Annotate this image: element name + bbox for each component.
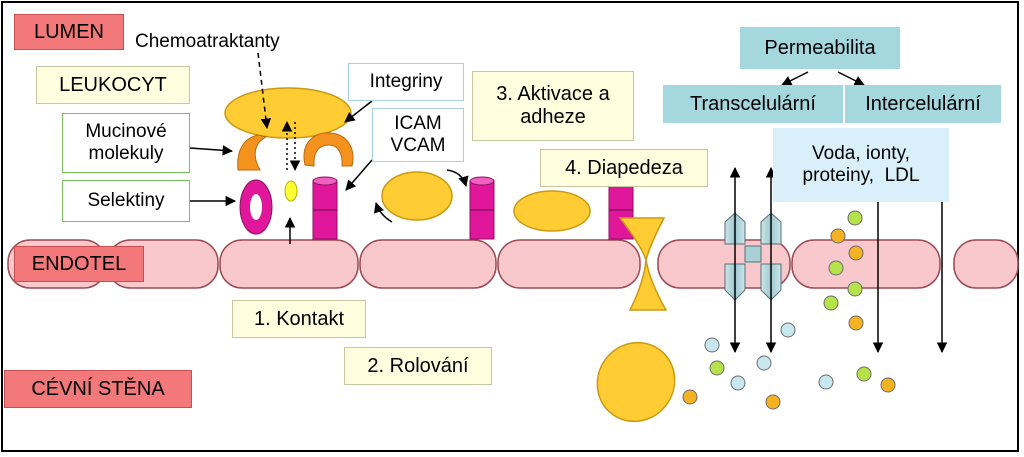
leader-arrow [345, 159, 373, 191]
label-step3: 3. Aktivace a adheze [472, 71, 634, 141]
particle [847, 210, 863, 226]
particle [828, 260, 844, 276]
adhering-leukocyte [513, 190, 591, 232]
leader-arrow [189, 145, 234, 156]
selectin-hole [250, 194, 262, 220]
particle [848, 315, 864, 331]
label-leukocyt: LEUKOCYT [36, 66, 190, 104]
endothelial-cell [497, 239, 641, 289]
particle [818, 374, 834, 390]
label-step2: 2. Rolování [344, 347, 492, 385]
particle [780, 322, 796, 338]
integrin-receptor [469, 176, 495, 240]
leader-arrow [344, 100, 373, 123]
leader-arrow [257, 52, 272, 130]
label-voda-ionty: Voda, ionty, proteiny, LDL [773, 128, 949, 202]
label-icam-vcam: ICAM VCAM [372, 108, 464, 162]
diapedesis-leukocyte [618, 217, 668, 311]
label-transcelularni: Transcelulární [663, 85, 843, 123]
chemoattractant [284, 180, 298, 202]
label-mucinove-line1: Mucinové [85, 121, 167, 143]
label-cevni-stena: CÉVNÍ STĚNA [4, 370, 192, 408]
label-vcam: VCAM [390, 135, 446, 156]
particle [730, 375, 746, 391]
endothelial-cell [953, 239, 1019, 289]
leukocyte [224, 87, 352, 139]
label-lumen: LUMEN [14, 14, 124, 50]
label-mucinove-molekuly: Mucinové molekuly [62, 113, 190, 173]
label-step3-line1: 3. Aktivace a [496, 83, 610, 105]
label-permeabilita: Permeabilita [740, 27, 900, 69]
mucin-molecule [237, 134, 268, 171]
label-chemoatraktanty: Chemoatraktanty [135, 31, 280, 52]
particle [847, 281, 863, 297]
label-endotel: ENDOTEL [14, 246, 144, 282]
label-voda-line2: proteiny, LDL [802, 165, 920, 186]
permeability-split-arrow [837, 71, 865, 86]
endothelial-cell [219, 239, 359, 289]
label-voda-line1: Voda, ionty, [812, 143, 910, 165]
endothelium [7, 239, 1019, 289]
particle [765, 394, 781, 410]
particles [682, 210, 896, 410]
permeability-split-arrow [781, 71, 809, 86]
particle [682, 389, 698, 405]
particle [830, 228, 846, 244]
particle [756, 355, 772, 371]
endothelial-cell [791, 239, 941, 289]
particle [848, 245, 864, 261]
particle [709, 360, 725, 376]
label-mucinove-line2: molekuly [88, 143, 164, 164]
particle [704, 337, 720, 353]
particle [856, 366, 872, 382]
particle [823, 295, 839, 311]
label-step1: 1. Kontakt [232, 300, 366, 338]
label-step4: 4. Diapedeza [540, 149, 708, 187]
mucin-molecule [303, 132, 354, 167]
label-icam: ICAM [394, 113, 442, 135]
rolling-leukocyte [381, 171, 453, 221]
label-step3-line2: adheze [520, 106, 586, 128]
endothelial-cell [359, 239, 497, 289]
transmigrated-leukocyte [596, 341, 676, 423]
rolling-arrow [446, 169, 469, 188]
particle [880, 377, 896, 393]
rolling-arrow [374, 202, 393, 223]
label-selektiny: Selektiny [62, 180, 190, 222]
label-integriny: Integriny [348, 63, 464, 101]
label-intercelularni: Intercelulární [845, 85, 1001, 123]
integrin-receptor [312, 176, 338, 240]
